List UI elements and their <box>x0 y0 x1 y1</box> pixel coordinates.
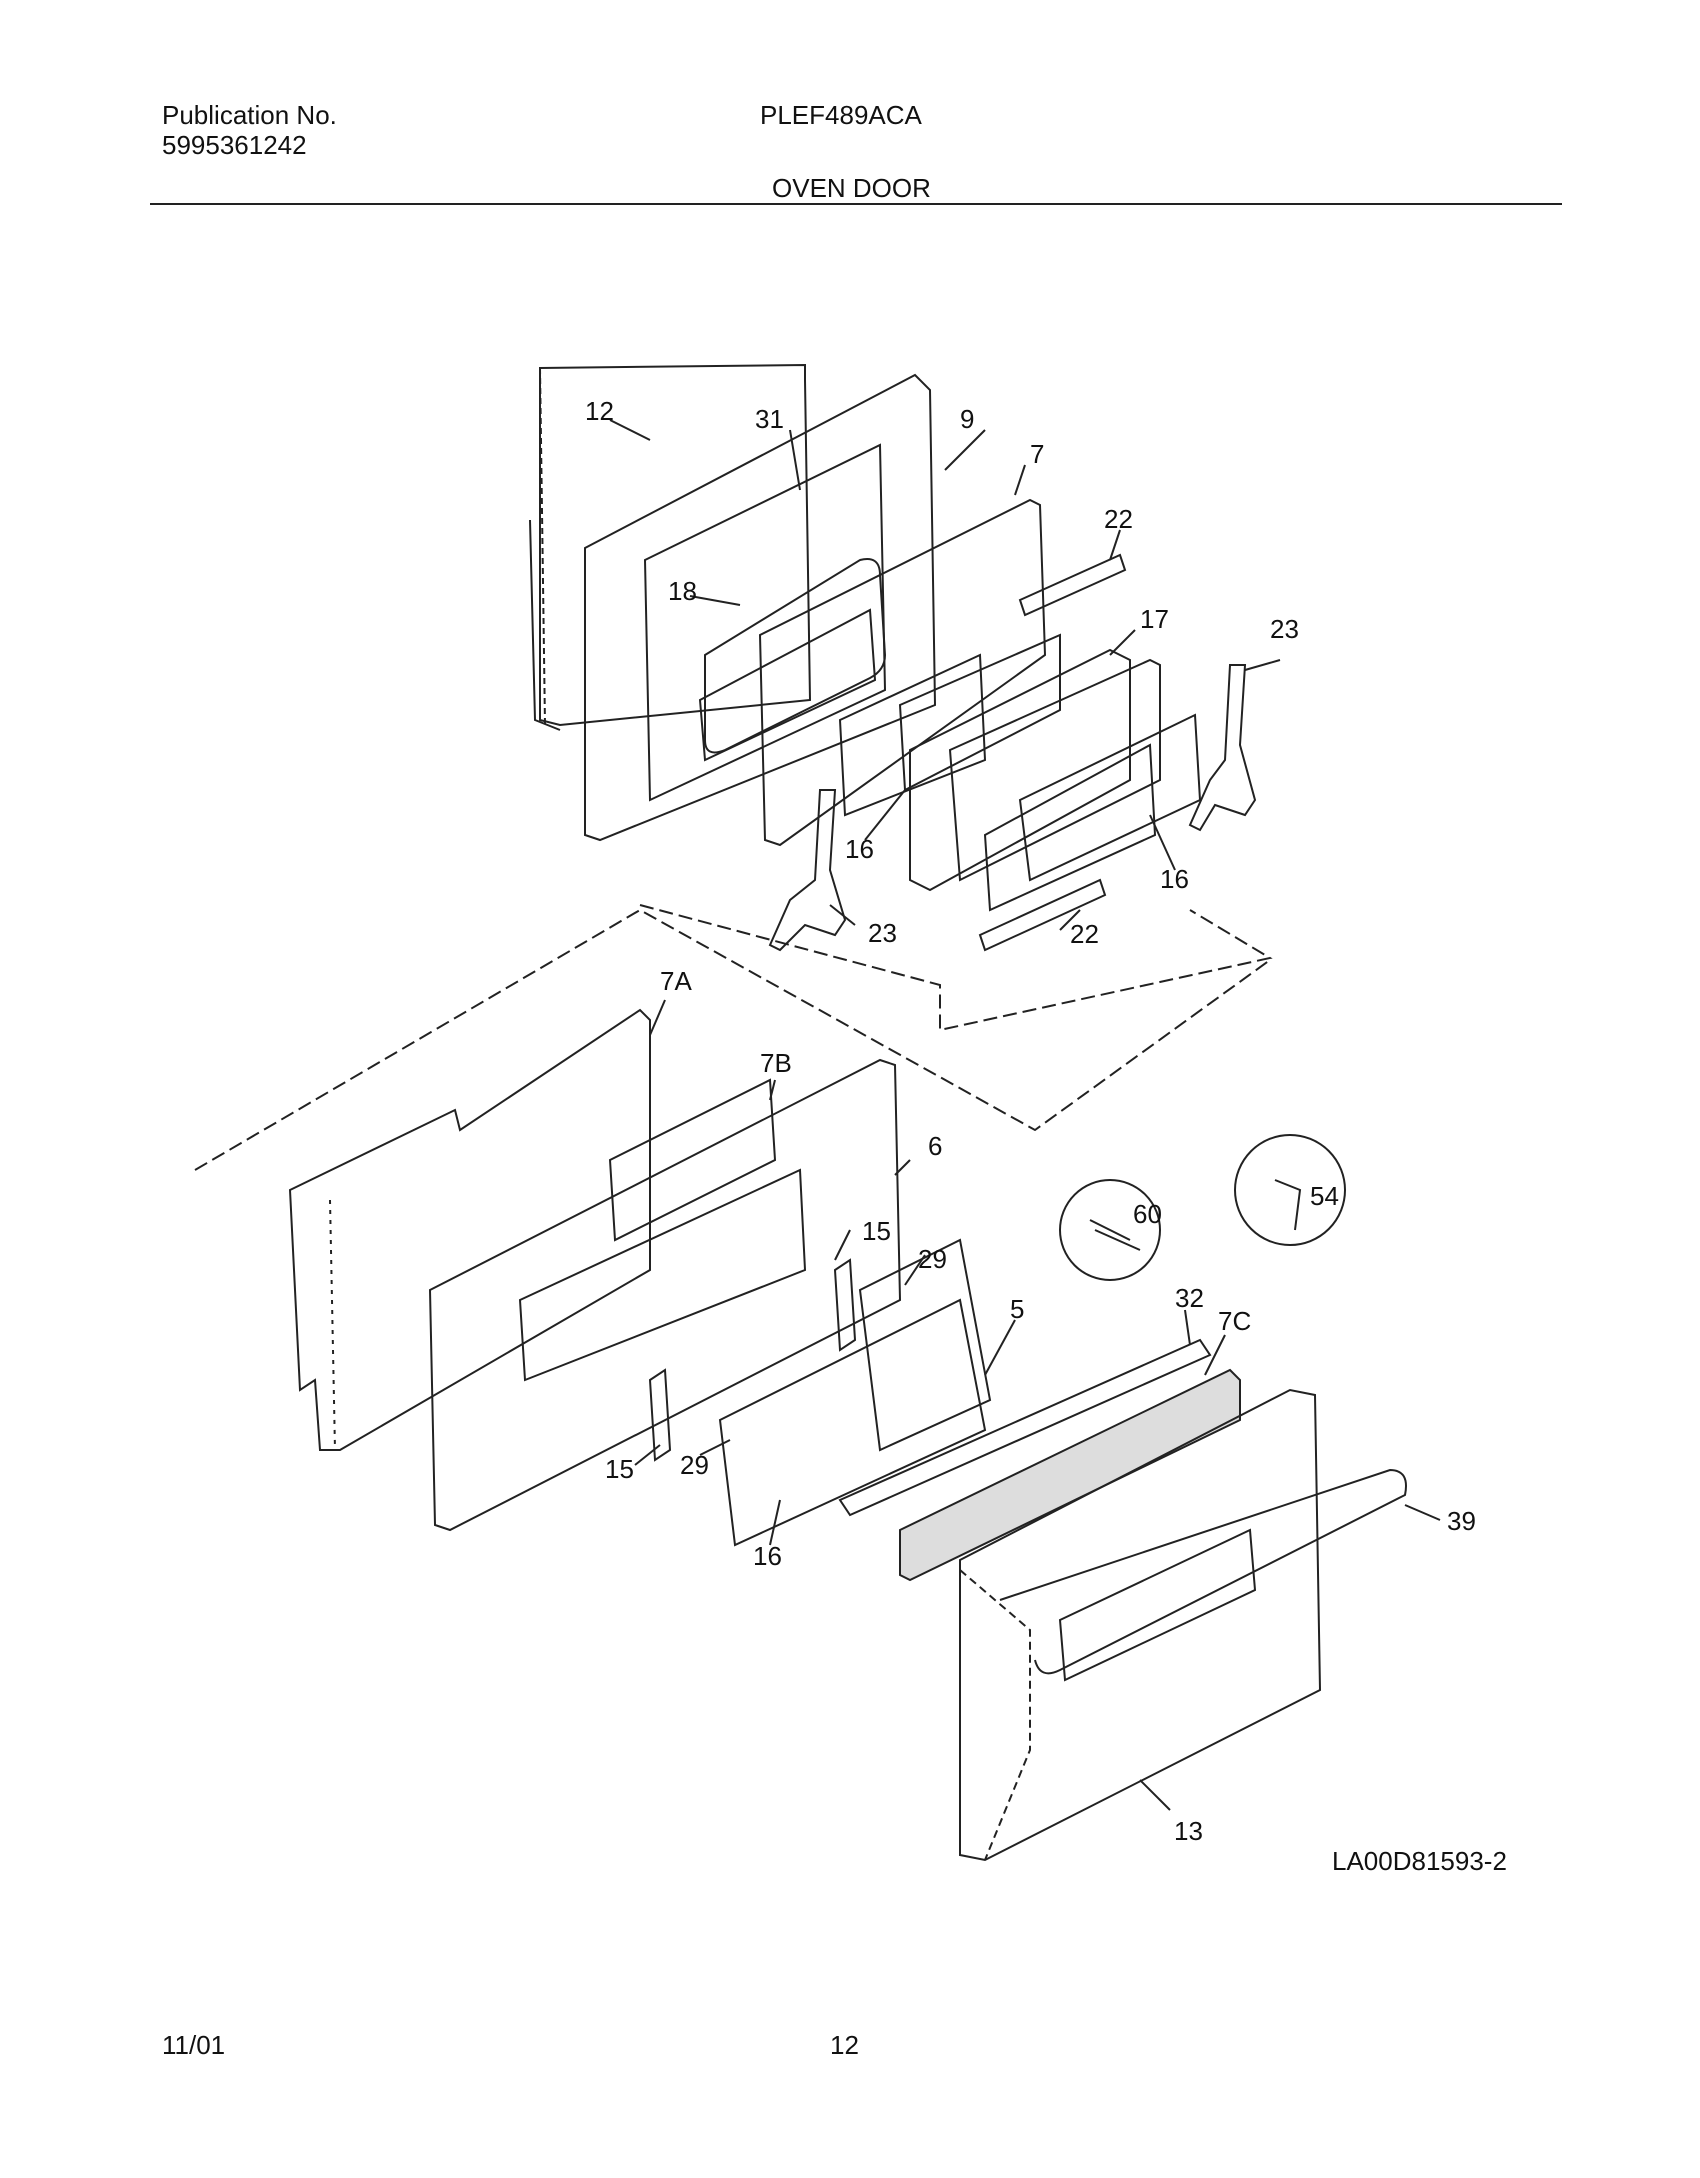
callout-16-right: 16 <box>1160 864 1189 894</box>
glass-panel-part <box>608 1078 777 1242</box>
diagram-code: LA00D81593-2 <box>1332 1846 1507 1876</box>
publication-number: 5995361242 <box>162 130 307 160</box>
hinge-part-left <box>768 789 847 952</box>
screw-icon-small <box>1274 1179 1302 1231</box>
channel-part-lower <box>978 878 1107 952</box>
window-glass-part <box>858 1238 992 1452</box>
glass-part-left <box>898 633 1061 792</box>
model-number: PLEF489ACA <box>760 100 922 130</box>
callout-31: 31 <box>755 404 784 434</box>
callout-15-lower: 15 <box>605 1454 634 1484</box>
callout-23-left: 23 <box>868 918 897 948</box>
insulation-strip-part <box>899 1368 1241 1582</box>
callout-22-lower: 22 <box>1070 919 1099 949</box>
header-divider <box>150 203 1562 205</box>
callout-29-lower: 29 <box>680 1450 709 1480</box>
gasket-part <box>704 558 887 754</box>
handle-part <box>999 1468 1407 1675</box>
glass-part-right <box>1018 713 1202 882</box>
insulation-part <box>758 498 1047 847</box>
channel-part-upper <box>1018 553 1127 617</box>
screw-icon <box>1089 1219 1141 1251</box>
outer-door-part <box>959 1388 1322 1862</box>
callout-7c: 7C <box>1218 1306 1251 1336</box>
callout-7b: 7B <box>760 1048 792 1078</box>
callout-54: 54 <box>1310 1181 1339 1211</box>
door-frame-part <box>428 1058 902 1532</box>
callout-7a: 7A <box>660 966 692 996</box>
window-glass-lower <box>718 1298 987 1547</box>
callout-5: 5 <box>1010 1294 1024 1324</box>
page-number: 12 <box>830 2030 859 2060</box>
callout-23-right: 23 <box>1270 614 1299 644</box>
callout-15-upper: 15 <box>862 1216 891 1246</box>
bracket-part-upper <box>833 1258 857 1352</box>
section-title: OVEN DOOR <box>772 173 931 203</box>
outline-frame <box>639 904 1273 1032</box>
screw-detail-60 <box>1059 1179 1161 1281</box>
callout-16-lower: 16 <box>753 1541 782 1571</box>
hinge-part-right <box>1188 664 1257 832</box>
callout-6: 6 <box>928 1131 942 1161</box>
outer-insulation-part <box>288 1008 651 1451</box>
callout-22-upper: 22 <box>1104 504 1133 534</box>
callout-29-upper: 29 <box>918 1244 947 1274</box>
callout-32: 32 <box>1175 1283 1204 1313</box>
callout-17: 17 <box>1140 604 1169 634</box>
publication-label: Publication No. <box>162 100 337 130</box>
callout-7: 7 <box>1030 439 1044 469</box>
bracket-part-lower <box>648 1368 672 1462</box>
footer-date: 11/01 <box>162 2030 226 2060</box>
inner-door-panel-part <box>584 373 937 842</box>
callout-13: 13 <box>1174 1816 1203 1846</box>
callout-18: 18 <box>668 576 697 606</box>
window-pack-part <box>909 648 1161 912</box>
screw-detail-54 <box>1234 1134 1346 1246</box>
callout-16-left: 16 <box>845 834 874 864</box>
callout-39: 39 <box>1447 1506 1476 1536</box>
door-liner-part <box>529 363 812 731</box>
callout-60: 60 <box>1133 1199 1162 1229</box>
outline-panel <box>194 908 1271 1171</box>
callout-12: 12 <box>585 396 614 426</box>
trim-part <box>838 1338 1212 1517</box>
callout-9: 9 <box>960 404 974 434</box>
